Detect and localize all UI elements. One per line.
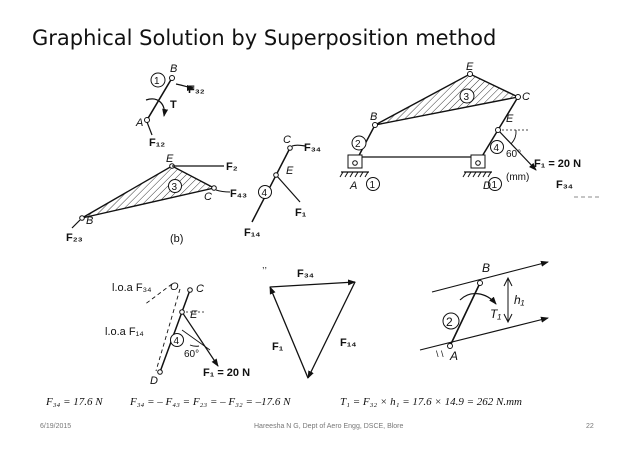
label-A: A — [449, 349, 458, 363]
label-F1: F₁ — [272, 341, 284, 353]
label-A: A — [349, 180, 357, 192]
label-F34: F₃₄ — [304, 142, 321, 154]
label-E: E — [286, 165, 294, 177]
label-B: B — [482, 261, 490, 275]
link1-diagram: 1 B F₃₂ T A F₁₂ — [135, 63, 205, 149]
label-F1: F₁ — [295, 207, 307, 219]
label-60deg: 60° — [506, 149, 521, 160]
label-F23: F₂₃ — [66, 232, 83, 244]
label-F1val: F₁ = 20 N — [534, 158, 581, 170]
svg-text:,,: ,, — [262, 260, 267, 270]
label-n4: 4 — [262, 188, 268, 199]
label-n3: 3 — [464, 92, 470, 103]
label-h1: h₁ — [514, 293, 525, 307]
label-n1: 1 — [154, 76, 160, 87]
label-A: A — [135, 117, 143, 129]
label-loaF14: l.o.a F₁₄ — [105, 326, 144, 338]
link4-diagram: 4 C F₃₄ E F₁ F₁₄ — [244, 134, 321, 239]
label-F43: F₄₃ — [230, 188, 247, 200]
label-B: B — [170, 63, 177, 75]
label-F14: F₁₄ — [340, 337, 357, 349]
force-polygon: F₃₄ F₁ F₁₄ ,, — [262, 260, 357, 379]
footer-author: Hareesha N G, Dept of Aero Engg, DSCE, B… — [254, 423, 404, 430]
label-O: O — [170, 281, 179, 293]
footer-date: 6/19/2015 — [40, 423, 72, 430]
svg-text:\ \: \ \ — [436, 349, 444, 359]
label-T: T — [170, 99, 177, 111]
label-F1val: F₁ = 20 N — [203, 367, 250, 379]
label-F2: F₂ — [226, 161, 238, 173]
label-C: C — [204, 191, 212, 203]
label-loaF34: l.o.a F₃₄ — [112, 282, 152, 294]
label-n2: 2 — [355, 139, 361, 150]
eq-f34: F₃₄ = 17.6 N — [46, 396, 103, 408]
label-D: D — [150, 375, 158, 387]
label-C: C — [522, 91, 530, 103]
label-C: C — [283, 134, 291, 146]
footer-page: 22 — [586, 423, 594, 430]
mechanism-full: 2 3 4 1 1 B E C E 60° A D F₁ = 20 N (mm)… — [339, 61, 600, 198]
link4-loa-diagram: 4 l.o.a F₃₄ O C E l.o.a F₁₄ 60° F₁ = 20 … — [105, 281, 250, 387]
link3-diagram-b: 3 E F₂ F₄₃ C B F₂₃ (b) — [66, 153, 247, 245]
label-B: B — [86, 215, 93, 227]
label-C: C — [196, 283, 204, 295]
label-F34: F₃₄ — [297, 268, 314, 280]
label-n4: 4 — [174, 336, 180, 347]
label-E: E — [166, 153, 174, 165]
label-mm: (mm) — [506, 172, 529, 183]
label-n4: 4 — [494, 143, 500, 154]
label-b: (b) — [170, 233, 183, 245]
label-D: D — [483, 180, 491, 192]
label-T1: T₁ — [490, 307, 501, 321]
label-n1: 1 — [492, 180, 498, 191]
label-B: B — [370, 111, 377, 123]
eq-torque: T₁ = F₃₂ × h₁ = 17.6 × 14.9 = 262 N.mm — [340, 396, 522, 408]
label-E: E — [506, 113, 514, 125]
label-n2: 2 — [446, 315, 453, 329]
label-60deg: 60° — [184, 349, 199, 360]
label-F34: F₃₄ — [556, 179, 573, 191]
label-F14: F₁₄ — [244, 227, 261, 239]
label-n1: 1 — [370, 180, 376, 191]
eq-force-chain: F₃₄ = – F₄₃ = F₂₃ = – F₃₂ = –17.6 N — [130, 396, 291, 408]
slide-title: Graphical Solution by Superposition meth… — [32, 26, 497, 50]
label-n3: 3 — [172, 182, 178, 193]
label-E: E — [466, 61, 474, 73]
label-F32: F₃₂ — [188, 84, 205, 96]
label-F12: F₁₂ — [149, 137, 165, 149]
link2-torque-diagram: 2 B h₁ T₁ A \ \ — [419, 260, 549, 363]
label-E: E — [190, 309, 198, 321]
